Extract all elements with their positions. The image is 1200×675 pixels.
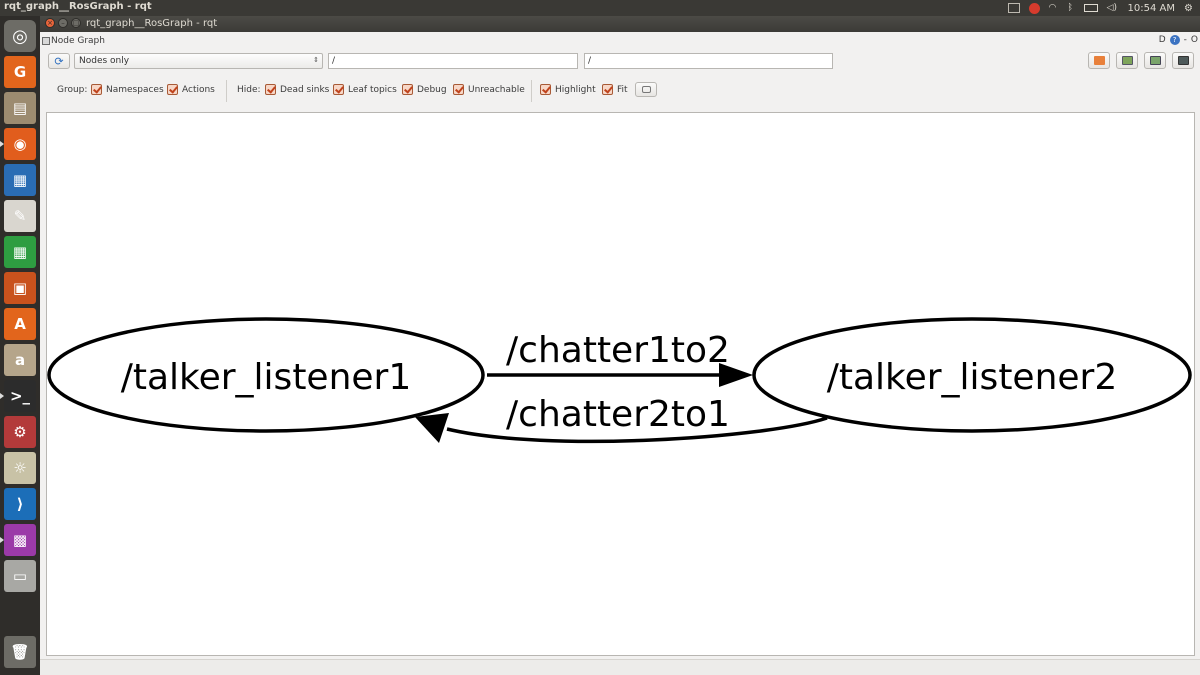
unreachable-checkbox[interactable]: Unreachable bbox=[453, 84, 525, 95]
refresh-icon: ⟳ bbox=[54, 54, 64, 68]
drive-icon[interactable]: ▭ bbox=[4, 560, 36, 592]
volume-icon[interactable]: ◁) bbox=[1106, 3, 1117, 13]
fit-checkbox[interactable]: Fit bbox=[602, 84, 628, 95]
workspaces-icon[interactable]: ▩ bbox=[0, 524, 36, 556]
node-talker-listener1[interactable]: /talker_listener1 bbox=[47, 317, 485, 433]
keyboard-icon[interactable] bbox=[1007, 3, 1020, 13]
save-image-button[interactable] bbox=[1172, 52, 1194, 69]
writer-icon[interactable]: ▦ bbox=[4, 164, 36, 196]
namespaces-label: Namespaces bbox=[106, 84, 164, 95]
do-not-disturb-icon[interactable] bbox=[1028, 2, 1040, 14]
arrowhead bbox=[415, 413, 449, 443]
text-editor-icon[interactable]: ✎ bbox=[4, 200, 36, 232]
graph-canvas[interactable]: /talker_listener1 /talker_listener2 /cha… bbox=[46, 112, 1195, 656]
dead-sinks-label: Dead sinks bbox=[280, 84, 330, 95]
brightness-icon[interactable]: ☼ bbox=[4, 452, 36, 484]
unreachable-label: Unreachable bbox=[468, 84, 525, 95]
toolbar-row-1: ⟳ Nodes only ⇕ / / bbox=[40, 51, 1200, 71]
fit-label: Fit bbox=[617, 84, 628, 95]
save-dot-button[interactable] bbox=[1116, 52, 1138, 69]
actions-checkbox[interactable]: Actions bbox=[167, 84, 215, 95]
camera-icon bbox=[641, 86, 651, 93]
node-filter-input[interactable]: / bbox=[328, 53, 578, 69]
leaf-topics-label: Leaf topics bbox=[348, 84, 397, 95]
edge-label-chatter1to2: /chatter1to2 bbox=[506, 330, 730, 371]
firefox-icon[interactable]: ◉ bbox=[0, 128, 36, 160]
node-label: /talker_listener2 bbox=[827, 357, 1118, 398]
plugin-header: Node Graph D ? - O bbox=[40, 33, 1200, 49]
edge-line bbox=[446, 416, 828, 444]
actions-label: Actions bbox=[182, 84, 215, 95]
edge-chatter2to1[interactable] bbox=[415, 413, 828, 444]
plugin-name: Node Graph bbox=[51, 36, 105, 46]
screenshot-button[interactable] bbox=[635, 82, 657, 97]
node-ellipse bbox=[752, 317, 1192, 433]
rqt-window: × – □ rqt_graph__RosGraph - rqt Node Gra… bbox=[40, 16, 1200, 675]
wifi-icon[interactable]: ◠ bbox=[1048, 3, 1057, 13]
refresh-button[interactable]: ⟳ bbox=[48, 53, 70, 69]
highlight-checkbox[interactable]: Highlight bbox=[540, 84, 596, 95]
arrowhead bbox=[719, 363, 753, 387]
close-plugin-button[interactable]: O bbox=[1190, 35, 1198, 45]
folder-icon bbox=[1093, 56, 1105, 65]
impress-icon[interactable]: ▣ bbox=[4, 272, 36, 304]
calc-icon[interactable]: ▦ bbox=[4, 236, 36, 268]
maximize-window-button[interactable]: □ bbox=[71, 18, 81, 28]
clock[interactable]: 10:54 AM bbox=[1127, 2, 1175, 14]
dead-sinks-checkbox[interactable]: Dead sinks bbox=[265, 84, 329, 95]
highlight-label: Highlight bbox=[555, 84, 596, 95]
leaf-topics-checkbox[interactable]: Leaf topics bbox=[333, 84, 397, 95]
load-dot-button[interactable] bbox=[1088, 52, 1110, 69]
debug-label: Debug bbox=[417, 84, 447, 95]
help-button[interactable]: ? bbox=[1169, 35, 1180, 45]
node-label: /talker_listener1 bbox=[121, 357, 412, 398]
graph-svg: /talker_listener1 /talker_listener2 /cha… bbox=[47, 317, 1192, 444]
group-label: Group: bbox=[57, 85, 88, 95]
minimize-plugin-button[interactable]: - bbox=[1183, 35, 1187, 45]
dash-icon[interactable]: ◎ bbox=[4, 20, 36, 52]
files-icon[interactable]: ▤ bbox=[4, 92, 36, 124]
running-indicator bbox=[0, 537, 4, 543]
node-ellipse bbox=[47, 317, 485, 433]
save-image-icon bbox=[1121, 56, 1133, 65]
image-icon bbox=[1177, 56, 1189, 65]
graph-type-value: Nodes only bbox=[79, 56, 130, 66]
system-tray: ◠ ᛒ ◁) 10:54 AM ⚙ bbox=[1007, 0, 1194, 16]
bluetooth-icon[interactable]: ᛒ bbox=[1067, 3, 1073, 13]
toolbar-row-2: Group: Namespaces Actions Hide: Dead sin… bbox=[40, 80, 1200, 102]
edge-chatter1to2[interactable] bbox=[487, 363, 753, 387]
window-titlebar[interactable]: × – □ rqt_graph__RosGraph - rqt bbox=[40, 16, 1200, 32]
pdf-editor-icon[interactable]: G bbox=[4, 56, 36, 88]
save-svg-button[interactable] bbox=[1144, 52, 1166, 69]
close-window-button[interactable]: × bbox=[45, 18, 55, 28]
running-indicator bbox=[0, 393, 4, 399]
power-icon[interactable]: ⚙ bbox=[1184, 3, 1193, 14]
save-svg-icon bbox=[1149, 56, 1161, 65]
vscode-icon[interactable]: ⟩ bbox=[4, 488, 36, 520]
debug-checkbox[interactable]: Debug bbox=[402, 84, 447, 95]
topic-filter-input[interactable]: / bbox=[584, 53, 833, 69]
edge-label-chatter2to1: /chatter2to1 bbox=[506, 394, 730, 435]
chevron-updown-icon: ⇕ bbox=[313, 56, 319, 64]
settings-icon[interactable]: ⚙ bbox=[4, 416, 36, 448]
plugin-icon bbox=[42, 37, 50, 45]
battery-icon[interactable] bbox=[1083, 4, 1098, 12]
trash-icon[interactable]: 🗑 bbox=[4, 636, 36, 668]
minimize-window-button[interactable]: – bbox=[58, 18, 68, 28]
namespaces-checkbox[interactable]: Namespaces bbox=[91, 84, 164, 95]
hide-label: Hide: bbox=[237, 85, 261, 95]
node-talker-listener2[interactable]: /talker_listener2 bbox=[752, 317, 1192, 433]
top-panel: rqt_graph__RosGraph - rqt ◠ ᛒ ◁) 10:54 A… bbox=[0, 0, 1200, 16]
dock-button[interactable]: D bbox=[1158, 35, 1166, 45]
software-center-icon[interactable]: A bbox=[4, 308, 36, 340]
terminal-icon[interactable]: >_ bbox=[0, 380, 36, 412]
window-title: rqt_graph__RosGraph - rqt bbox=[86, 18, 218, 29]
active-window-title: rqt_graph__RosGraph - rqt bbox=[4, 1, 152, 12]
amazon-icon[interactable]: a bbox=[4, 344, 36, 376]
status-bar bbox=[40, 659, 1200, 675]
graph-type-select[interactable]: Nodes only ⇕ bbox=[74, 53, 323, 69]
running-indicator bbox=[0, 141, 4, 147]
